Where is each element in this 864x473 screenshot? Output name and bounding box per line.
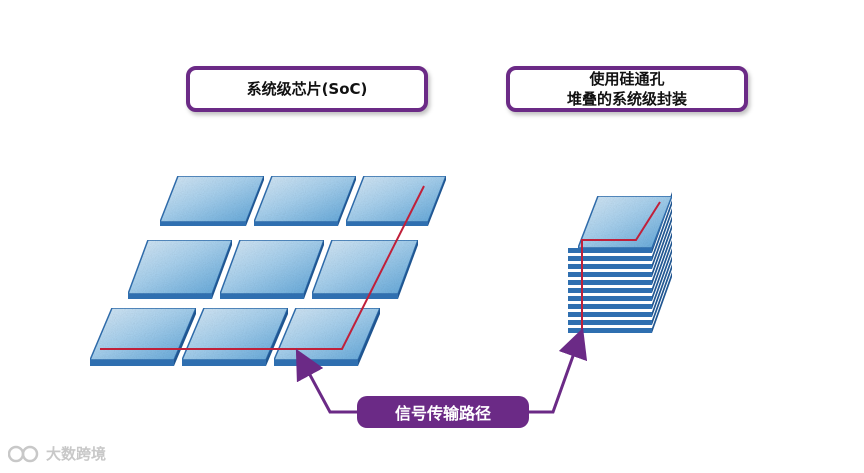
stack-top-die: [576, 195, 674, 249]
signal-path-text: 信号传输路径: [394, 404, 491, 423]
soc-chiplet: [252, 175, 358, 226]
tsv-package-label-box: 使用硅通孔 堆叠的系统级封装: [506, 66, 748, 112]
soc-label: 系统级芯片(SoC): [246, 80, 368, 98]
soc-label-box: 系统级芯片(SoC): [186, 66, 428, 112]
arrow-to-stack-path: [529, 327, 588, 414]
soc-chiplet: [88, 307, 198, 366]
stack-signal-path: [581, 201, 661, 336]
soc-chiplet: [158, 175, 266, 226]
soc-chiplet: [310, 239, 420, 299]
tsv-label-line2: 堆叠的系统级封装: [566, 90, 687, 108]
tsv-label-line1: 使用硅通孔: [589, 70, 665, 88]
watermark: 大数跨境: [8, 443, 106, 464]
arrow-to-soc-path: [295, 348, 357, 414]
soc-chiplet: [272, 307, 382, 366]
soc-chiplet-grid: [88, 175, 448, 366]
stack-layers: [568, 192, 672, 333]
watermark-text: 大数跨境: [46, 445, 107, 463]
soc-chiplet: [218, 239, 326, 299]
soc-chiplet: [344, 175, 448, 226]
tsv-stacked-package: [568, 192, 674, 334]
soc-chiplet: [180, 307, 290, 366]
soc-chiplet: [126, 239, 234, 299]
soc-signal-path: [100, 185, 425, 350]
signal-path-label: 信号传输路径: [357, 396, 529, 428]
watermark-logo-icon: [8, 445, 39, 462]
